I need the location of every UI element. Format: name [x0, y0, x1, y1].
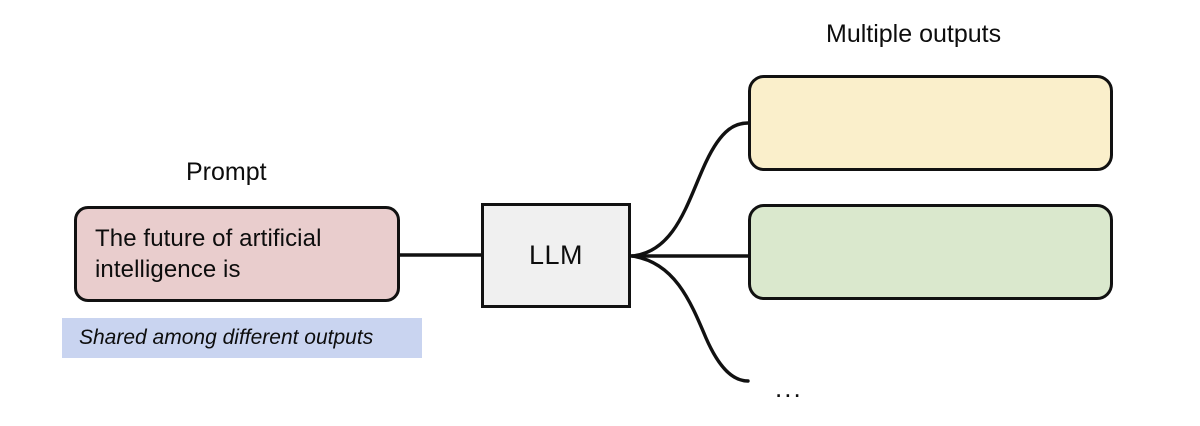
llm-label: LLM [528, 240, 584, 270]
prompt-text: The future of artificial intelligence is [95, 224, 322, 283]
edge-llm-to-ellipsis [630, 254, 750, 383]
outputs-ellipsis: ... [775, 373, 803, 403]
outputs-title: Multiple outputs [826, 20, 1002, 48]
prompt-title: Prompt [186, 158, 267, 186]
llm-node[interactable]: LLM [481, 203, 631, 308]
prompt-box[interactable]: The future of artificial intelligence is [74, 206, 400, 302]
output-box-2[interactable] [748, 204, 1113, 300]
output-box-1[interactable] [748, 75, 1113, 171]
edge-llm-to-output-1 [630, 121, 750, 258]
shared-note-banner: Shared among different outputs [62, 318, 422, 358]
shared-note-text: Shared among different outputs [79, 326, 374, 349]
